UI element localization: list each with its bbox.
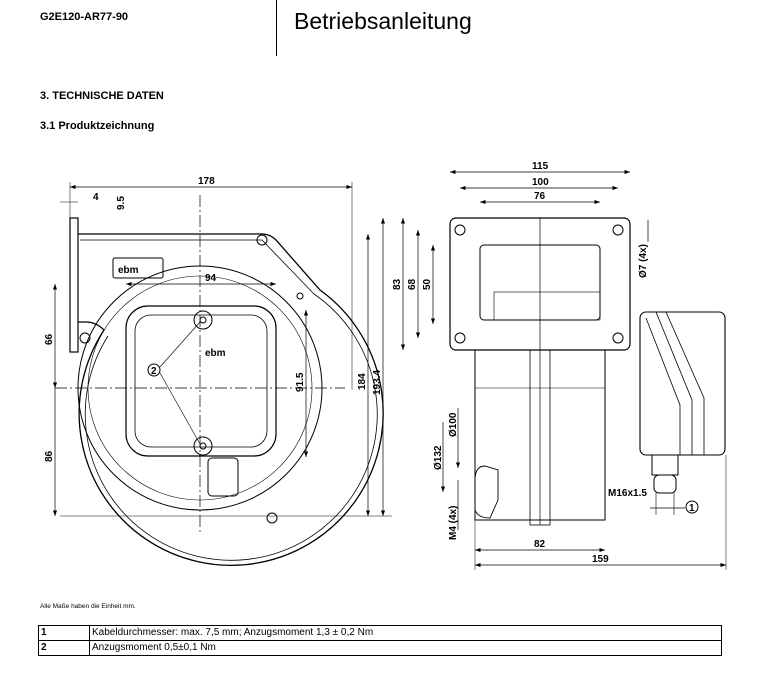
units-note: Alle Maße haben die Einheit mm. <box>40 603 136 610</box>
dim-9-5: 9.5 <box>116 196 127 210</box>
ebm-logo-lid: ebm <box>205 348 226 359</box>
header-divider <box>276 0 277 56</box>
dim-d132: Ø132 <box>433 445 444 470</box>
dim-193-4: 193.4 <box>372 370 383 395</box>
ebm-logo: ebm <box>118 265 139 276</box>
notes-table: 1 Kabeldurchmesser: max. 7,5 mm; Anzugsm… <box>38 625 722 656</box>
document-title: Betriebsanleitung <box>294 8 472 34</box>
hole-diameter-label: Ø7 (4x) <box>638 244 649 278</box>
dim-100: 100 <box>532 177 549 188</box>
dim-66: 66 <box>44 333 55 345</box>
front-view: ebm ebm 178 4 9.5 94 66 86 91.5 184 193.… <box>44 176 392 566</box>
dim-159: 159 <box>592 554 609 565</box>
callout-1: 1 <box>689 503 695 514</box>
dim-4: 4 <box>93 192 99 203</box>
side-view: 115 100 76 83 68 50 Ø7 (4x) Ø100 Ø132 M4… <box>392 161 727 570</box>
row-number: 1 <box>38 625 90 641</box>
section-heading: 3. TECHNISCHE DATEN <box>40 90 164 102</box>
model-number: G2E120-AR77-90 <box>40 11 129 23</box>
dim-178: 178 <box>198 176 215 187</box>
dim-76: 76 <box>534 191 546 202</box>
subsection-heading: 3.1 Produktzeichnung <box>40 120 155 132</box>
dim-91-5: 91.5 <box>295 372 306 392</box>
gland-label: M16x1.5 <box>608 488 647 499</box>
dim-184: 184 <box>357 373 368 390</box>
thread-label: M4 (4x) <box>448 506 459 540</box>
table-row: 2 Anzugsmoment 0,5±0,1 Nm <box>38 640 722 656</box>
row-text: Anzugsmoment 0,5±0,1 Nm <box>89 640 722 656</box>
table-row: 1 Kabeldurchmesser: max. 7,5 mm; Anzugsm… <box>38 625 722 641</box>
dim-50: 50 <box>422 278 433 290</box>
callout-2: 2 <box>151 366 157 377</box>
product-drawing: ebm ebm 178 4 9.5 94 66 86 91.5 184 193.… <box>44 161 727 570</box>
dim-68: 68 <box>407 278 418 290</box>
row-number: 2 <box>38 640 90 656</box>
dim-d100: Ø100 <box>448 412 459 437</box>
dim-83: 83 <box>392 278 403 290</box>
dim-94: 94 <box>205 273 217 284</box>
dim-115: 115 <box>532 161 549 172</box>
dim-82: 82 <box>534 539 546 550</box>
row-text: Kabeldurchmesser: max. 7,5 mm; Anzugsmom… <box>89 625 722 641</box>
dim-86: 86 <box>44 450 55 462</box>
